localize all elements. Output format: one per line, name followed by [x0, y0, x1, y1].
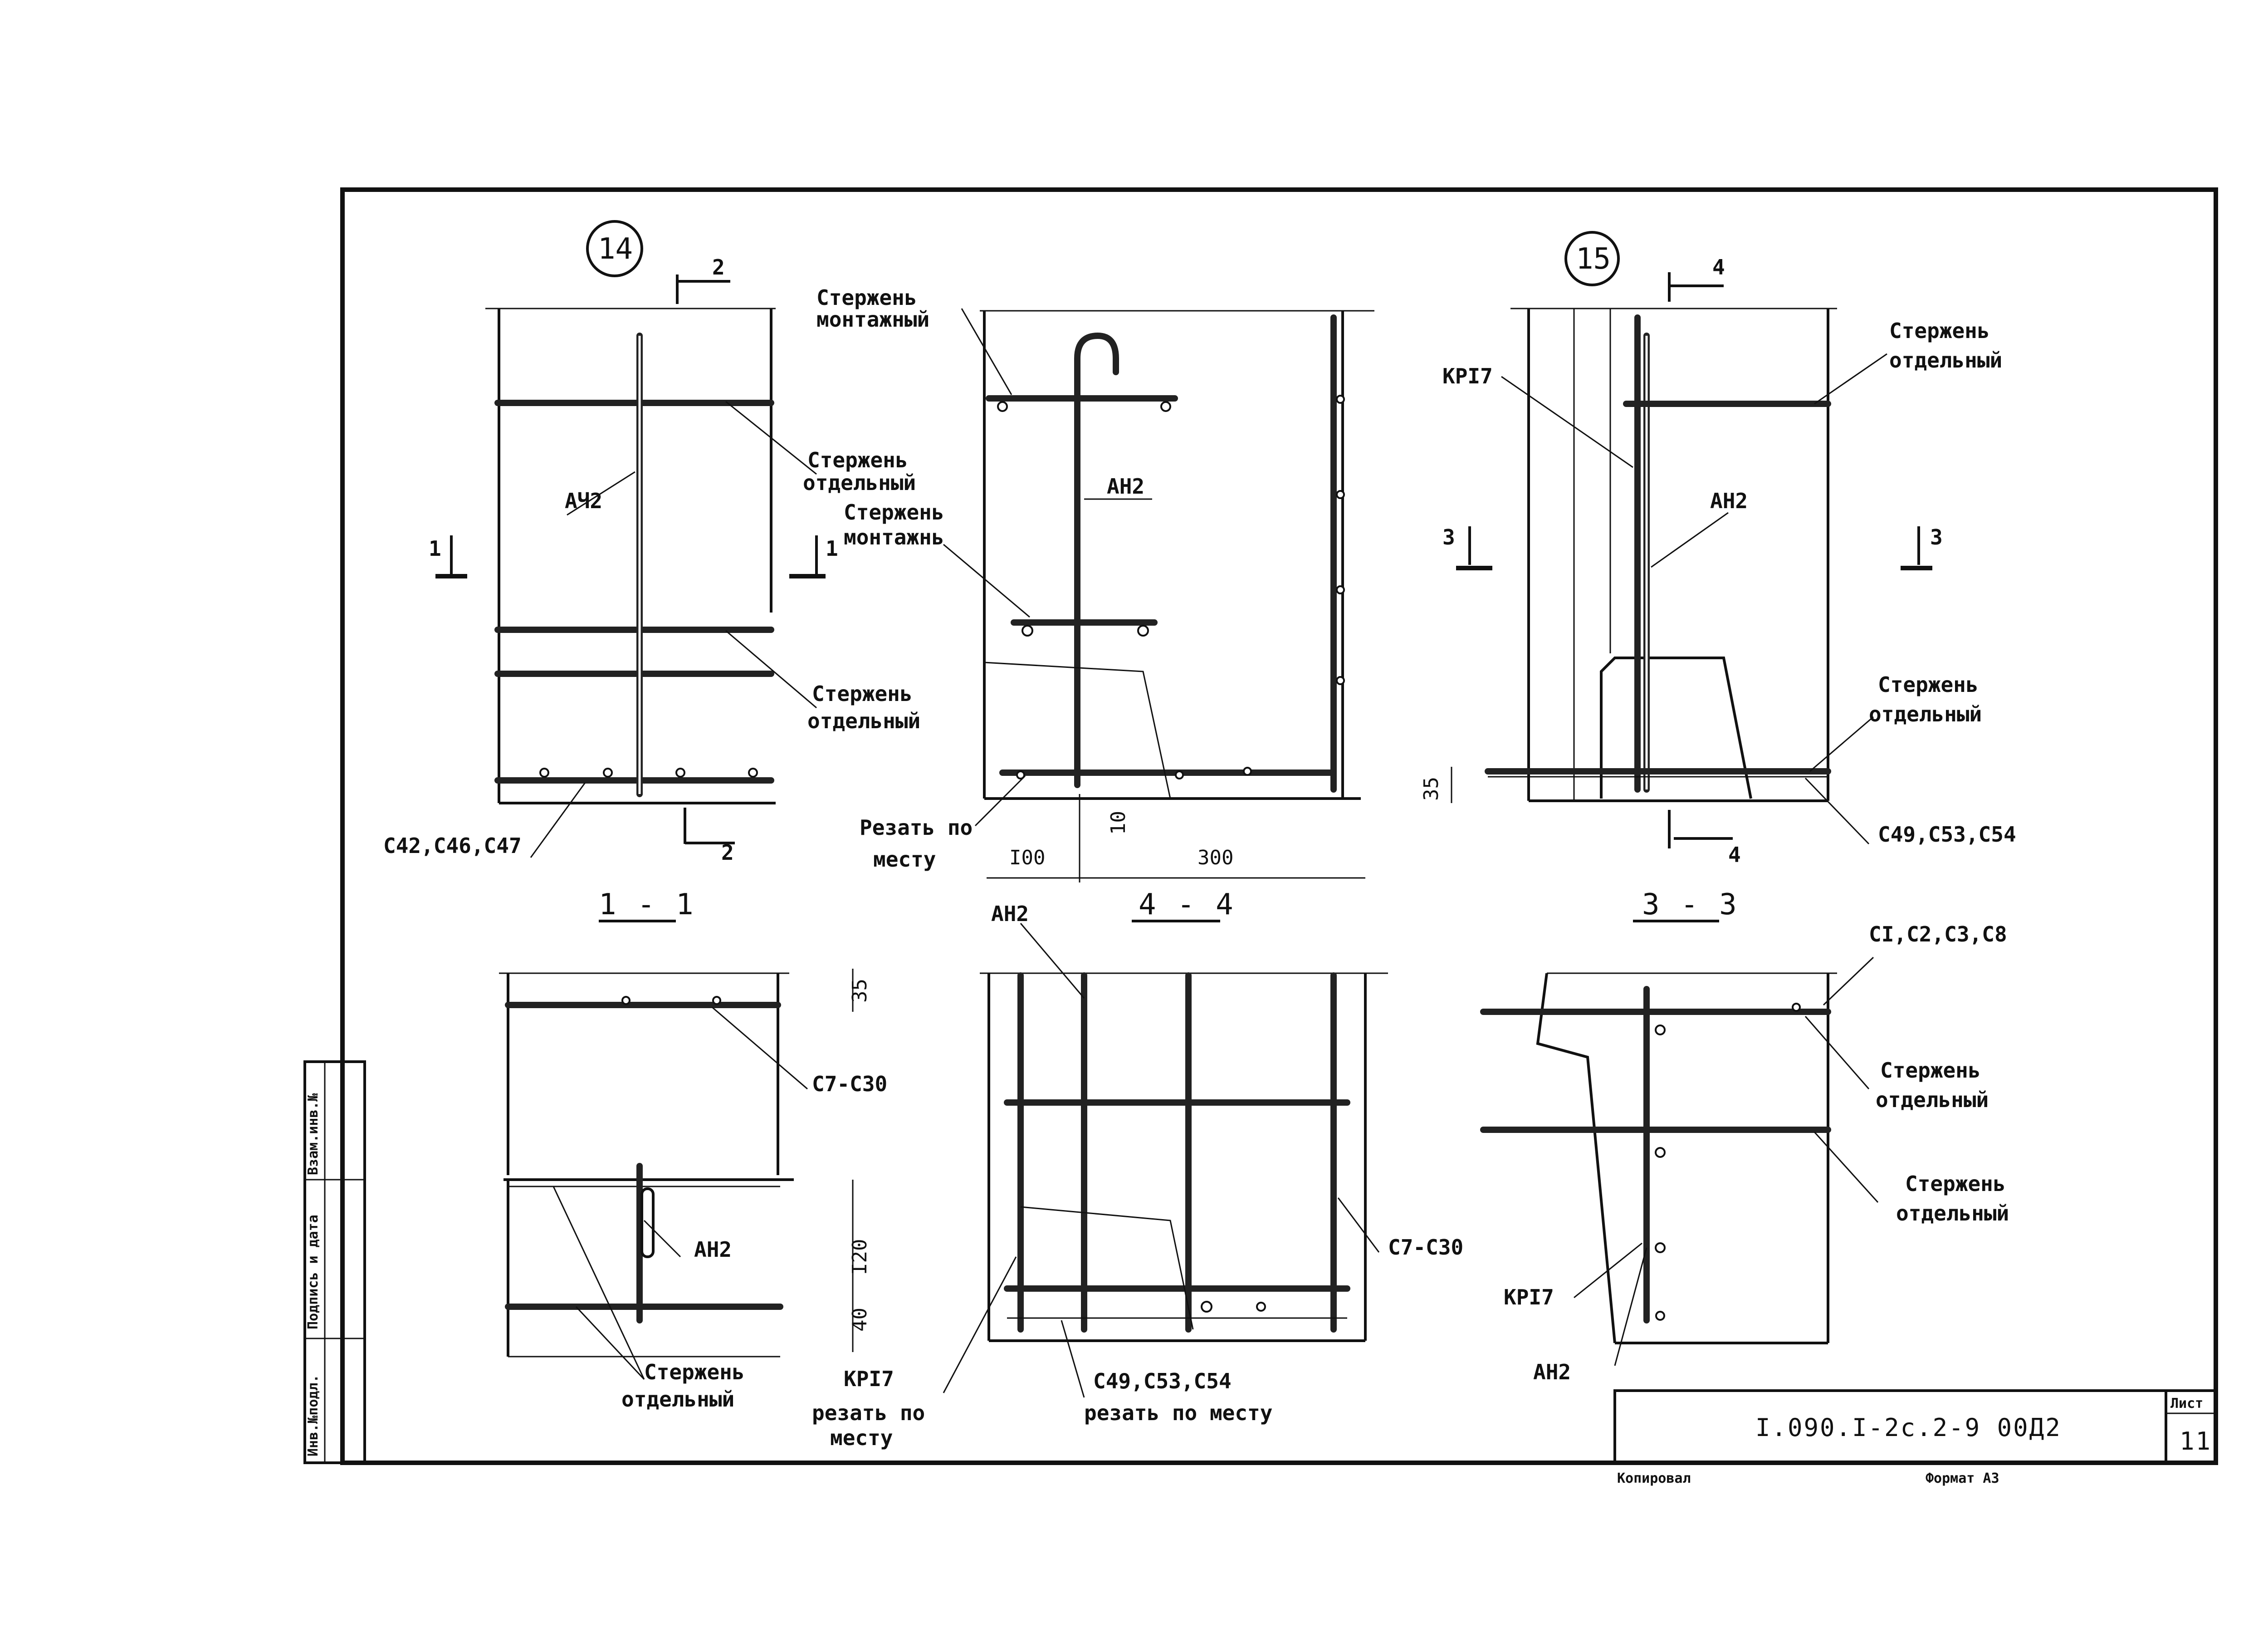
- svg-text:3: 3: [1442, 525, 1455, 549]
- svg-text:С7-С30: С7-С30: [1388, 1235, 1463, 1260]
- sheet-label: Лист: [2170, 1396, 2203, 1412]
- stamp-vzam: Взам.инв.№: [305, 1093, 321, 1175]
- svg-text:Стержень: Стержень: [1889, 319, 1990, 343]
- svg-text:Стержень: Стержень: [1880, 1058, 1981, 1083]
- svg-text:отдельный: отдельный: [1889, 348, 2002, 373]
- svg-text:Стержень: Стержень: [816, 285, 917, 310]
- svg-text:отдельный: отдельный: [803, 471, 916, 495]
- svg-text:Стержень: Стержень: [1878, 672, 1979, 697]
- svg-text:Стержень: Стержень: [807, 448, 908, 472]
- svg-text:КРI7: КРI7: [1442, 364, 1493, 388]
- section-4-4-title: 4 - 4: [1139, 888, 1235, 921]
- section-1-1-title: 1 - 1: [599, 888, 695, 921]
- label-c7c30: С7-С30: [812, 1072, 887, 1096]
- sheet-frame: [303, 187, 2218, 1465]
- footer-copied: Копировал: [1617, 1470, 1691, 1486]
- svg-text:месту: месту: [830, 1426, 893, 1450]
- svg-text:2: 2: [712, 255, 725, 279]
- svg-text:отдельный: отдельный: [1876, 1088, 1989, 1112]
- footer-format: Формат А3: [1926, 1470, 1999, 1486]
- svg-text:35: 35: [848, 979, 871, 1003]
- drawing-code: I.090.I-2c.2-9 00Д2: [1755, 1413, 2062, 1442]
- svg-text:Стержень: Стержень: [844, 500, 944, 524]
- view-4-4-top: I00 300 10 Стержень монтажный АН2 Стерже…: [816, 285, 1374, 882]
- node-15-circle: [1564, 231, 1620, 286]
- section-4-4: 4 - 4 АН2 С7-С30 КРI7 резать по месту С4…: [812, 888, 1463, 1450]
- title-block: I.090.I-2c.2-9 00Д2 Лист 11: [1613, 1389, 2217, 1464]
- node-15-number: 15: [1576, 242, 1611, 276]
- label-ach2: АЧ2: [565, 489, 602, 513]
- svg-text:Стержень: Стержень: [812, 681, 913, 706]
- svg-text:1: 1: [826, 536, 838, 561]
- svg-text:2: 2: [721, 840, 734, 865]
- side-stamp: Инв.№подл. Подпись и дата Взам.инв.№: [305, 1093, 321, 1456]
- svg-text:С49,С53,С54: С49,С53,С54: [1878, 822, 2016, 847]
- svg-text:4: 4: [1712, 255, 1725, 279]
- svg-text:Стержень: Стержень: [644, 1360, 745, 1384]
- svg-text:монтажный: монтажный: [816, 307, 929, 332]
- node-14-view: 14 2 1 1 2 АЧ2 Стержень отдельны: [383, 220, 920, 865]
- section-1-1: 1 - 1 35 I20 40 С7-С30 АН2 Стержень отде…: [499, 888, 887, 1412]
- svg-text:4: 4: [1728, 843, 1741, 867]
- stamp-podpis: Подпись и дата: [305, 1215, 321, 1329]
- node-14-number: 14: [598, 232, 633, 266]
- svg-text:Стержень: Стержень: [1905, 1171, 2006, 1196]
- svg-text:3: 3: [1930, 525, 1943, 549]
- svg-text:I20: I20: [848, 1239, 871, 1275]
- svg-text:КРI7: КРI7: [844, 1367, 894, 1391]
- svg-text:СI,С2,С3,С8: СI,С2,С3,С8: [1869, 922, 2007, 946]
- svg-text:С49,С53,С54: С49,С53,С54: [1093, 1369, 1232, 1393]
- svg-text:АН2: АН2: [1533, 1360, 1571, 1384]
- svg-text:Резать по: Резать по: [860, 815, 973, 840]
- section-3-3: 3 - 3 СI,С2,С3,С8 Стержень отдельный Сте…: [1480, 888, 2009, 1384]
- svg-text:АН2: АН2: [991, 902, 1029, 926]
- svg-text:10: 10: [1107, 811, 1130, 835]
- node-15-view: 15 4 3 3 4 35 КРI7 АН2: [1420, 231, 2016, 867]
- svg-text:резать по: резать по: [812, 1401, 925, 1425]
- svg-text:300: 300: [1198, 846, 1233, 869]
- node-14-circle: [586, 220, 643, 277]
- svg-text:резать по месту: резать по месту: [1084, 1401, 1272, 1425]
- section-3-3-title: 3 - 3: [1642, 888, 1739, 921]
- svg-text:отдельный: отдельный: [807, 709, 920, 733]
- svg-text:I00: I00: [1009, 846, 1045, 869]
- svg-text:отдельный: отдельный: [621, 1387, 734, 1412]
- svg-text:отдельный: отдельный: [1896, 1201, 2009, 1225]
- svg-text:АН2: АН2: [1107, 474, 1144, 499]
- svg-text:АН2: АН2: [694, 1237, 732, 1262]
- svg-text:КРI7: КРI7: [1504, 1285, 1554, 1309]
- svg-text:АН2: АН2: [1710, 489, 1748, 513]
- label-c42: С42,С46,С47: [383, 833, 522, 858]
- svg-text:40: 40: [848, 1308, 871, 1332]
- svg-text:монтажнь: монтажнь: [844, 525, 944, 549]
- sheet-number: 11: [2180, 1427, 2212, 1456]
- svg-text:отдельный: отдельный: [1869, 702, 1982, 726]
- svg-text:месту: месту: [873, 847, 936, 872]
- stamp-inv-podl: Инв.№подл.: [305, 1374, 321, 1456]
- svg-text:1: 1: [429, 536, 441, 561]
- svg-text:35: 35: [1420, 777, 1443, 801]
